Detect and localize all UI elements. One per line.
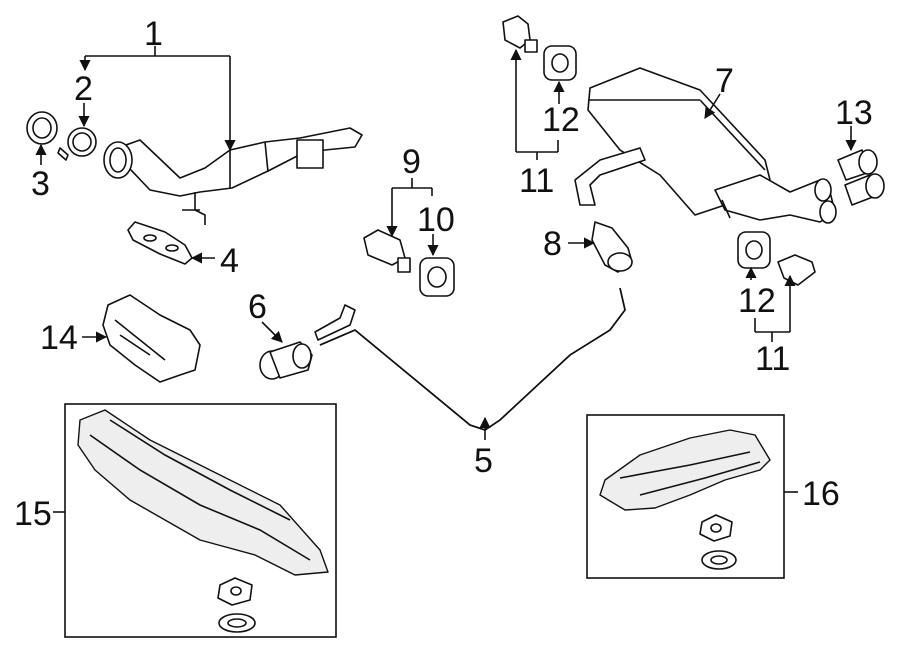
rubber-insulator	[419, 257, 455, 297]
intermediate-pipe	[314, 287, 626, 431]
callout-9: 9	[402, 143, 421, 181]
heat-shield-box-16	[586, 414, 785, 579]
heat-shield-small	[102, 294, 201, 383]
callout-5: 5	[474, 442, 493, 480]
callout-13: 13	[835, 94, 873, 132]
front-pipe-converter	[103, 127, 363, 225]
callout-3: 3	[31, 165, 50, 203]
callout-4: 4	[220, 242, 239, 280]
gasket	[26, 111, 58, 145]
rear-muffler	[574, 67, 837, 224]
nut-15	[217, 577, 253, 606]
insulator-lower	[737, 231, 771, 269]
callout-2: 2	[74, 70, 93, 108]
callout-7: 7	[715, 62, 734, 100]
callout-15: 15	[14, 495, 52, 533]
callout-16: 16	[802, 475, 840, 513]
callout-14: 14	[40, 319, 78, 357]
hanger-bracket-lower	[777, 254, 816, 286]
callout-10: 10	[417, 201, 455, 239]
callout-11-lower: 11	[755, 340, 790, 378]
callout-8: 8	[543, 225, 562, 263]
bracket	[127, 221, 193, 265]
nut-16	[699, 514, 733, 542]
connector-clamp	[591, 221, 633, 273]
washer-15	[218, 613, 256, 633]
washer-16	[701, 550, 737, 570]
leader-lines	[35, 46, 857, 513]
tailpipe-tips	[837, 149, 885, 206]
callout-12-top: 12	[542, 101, 580, 139]
callout-12-lower: 12	[738, 282, 776, 320]
callout-1: 1	[144, 15, 163, 53]
insulator-top	[543, 45, 577, 81]
hanger-top	[502, 15, 538, 53]
clamp	[57, 127, 97, 161]
hanger-mount	[363, 229, 411, 273]
heat-shield-large	[77, 409, 329, 576]
callout-6: 6	[248, 288, 267, 326]
heat-shield-box-15	[64, 403, 337, 638]
heat-shield-rear	[599, 429, 771, 511]
pipe-clamp	[259, 341, 313, 380]
callout-11-top: 11	[519, 162, 554, 200]
